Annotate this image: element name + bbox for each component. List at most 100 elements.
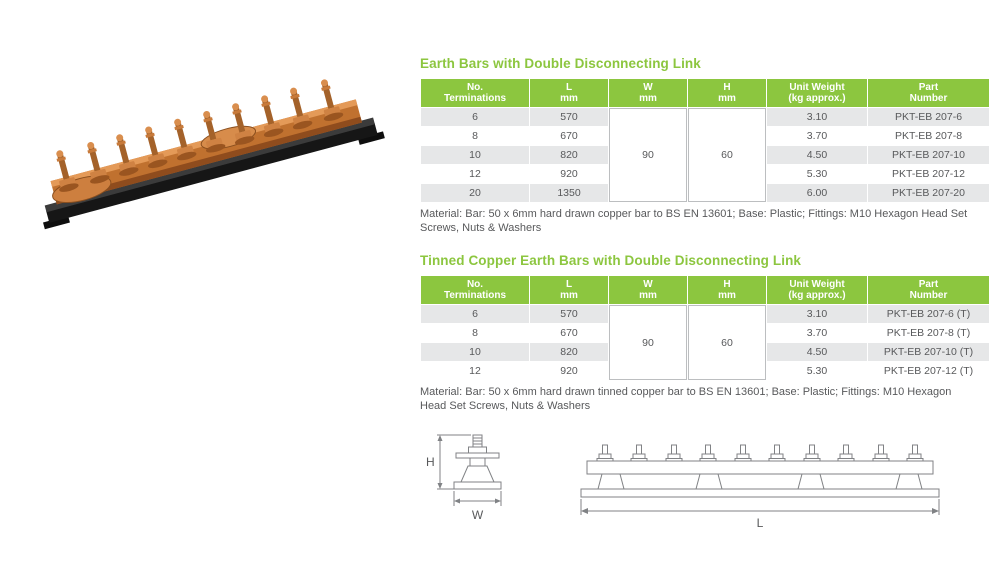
cell-unit-weight: 5.30 [767, 165, 867, 183]
cell-length-mm: 920 [530, 362, 608, 380]
cell-length-mm: 1350 [530, 184, 608, 202]
col-header-h: H mm [688, 276, 766, 304]
cell-width-mm-merged: 90 [609, 305, 687, 380]
table-row: 10 820 4.50 PKT-EB 207-10 [421, 146, 989, 164]
dimension-drawing-cross-section: H W [426, 434, 502, 522]
header-line-1: Unit Weight [789, 279, 845, 290]
header-line-2: mm [639, 290, 657, 301]
cell-no-terminations: 10 [421, 343, 529, 361]
section-earth-bars: Earth Bars with Double Disconnecting Lin… [420, 56, 989, 235]
cell-unit-weight: 3.10 [767, 305, 867, 323]
cell-length-mm: 670 [530, 324, 608, 342]
table-row: 20 1350 6.00 PKT-EB 207-20 [421, 184, 989, 202]
cell-part-number: PKT-EB 207-6 [868, 108, 989, 126]
cell-no-terminations: 6 [421, 305, 529, 323]
header-line-2: mm [560, 93, 578, 104]
header-line-2: Terminations [443, 93, 507, 104]
cell-no-terminations: 10 [421, 146, 529, 164]
header-line-2: Terminations [443, 290, 507, 301]
spec-table-tinned-earth-bars: No. Terminations L mm W mm H [420, 275, 990, 381]
header-line-1: Part [918, 82, 939, 93]
section-title: Tinned Copper Earth Bars with Double Dis… [420, 253, 802, 268]
header-line-1: H [723, 82, 731, 93]
header-line-2: mm [718, 93, 736, 104]
material-note: Material: Bar: 50 x 6mm hard drawn coppe… [420, 208, 968, 234]
cell-no-terminations: 12 [421, 362, 529, 380]
col-header-no-terminations: No. Terminations [421, 79, 529, 107]
cell-length-mm: 820 [530, 146, 608, 164]
cell-part-number: PKT-EB 207-10 (T) [868, 343, 989, 361]
cell-no-terminations: 6 [421, 108, 529, 126]
cell-length-mm: 920 [530, 165, 608, 183]
h-dimension-label: H [426, 455, 435, 469]
cell-unit-weight: 6.00 [767, 184, 867, 202]
cell-width-mm-merged: 90 [609, 108, 687, 202]
cell-part-number: PKT-EB 207-10 [868, 146, 989, 164]
header-line-2: mm [639, 93, 657, 104]
header-line-1: H [723, 279, 731, 290]
header-line-1: Unit Weight [789, 82, 845, 93]
cell-unit-weight: 3.70 [767, 324, 867, 342]
cell-no-terminations: 8 [421, 324, 529, 342]
spec-content-column: Earth Bars with Double Disconnecting Lin… [420, 56, 989, 536]
cell-no-terminations: 8 [421, 127, 529, 145]
product-photo [25, 52, 385, 237]
header-line-1: No. [466, 82, 484, 93]
dimension-drawings: H W [420, 431, 983, 536]
table-row: 12 920 5.30 PKT-EB 207-12 [421, 165, 989, 183]
header-line-1: W [643, 82, 653, 93]
col-header-h: H mm [688, 79, 766, 107]
table-row: 6 570 90 60 3.10 PKT-EB 207-6 (T) [421, 305, 989, 380]
col-header-l: L mm [530, 276, 608, 304]
header-line-1: Part [918, 279, 939, 290]
col-header-w: W mm [609, 79, 687, 107]
cell-unit-weight: 3.10 [767, 108, 867, 126]
header-line-2: (kg approx.) [788, 93, 846, 104]
cell-part-number: PKT-EB 207-6 (T) [868, 305, 989, 323]
col-header-w: W mm [609, 276, 687, 304]
header-line-2: mm [718, 290, 736, 301]
earth-bar-photo-illustration [43, 76, 385, 230]
cell-part-number: PKT-EB 207-12 (T) [868, 362, 989, 380]
section-title: Earth Bars with Double Disconnecting Lin… [420, 56, 701, 71]
header-line-2: Number [909, 290, 948, 301]
col-header-unit-weight: Unit Weight (kg approx.) [767, 79, 867, 107]
spec-table-earth-bars: No. Terminations L mm W mm H [420, 78, 990, 203]
cell-part-number: PKT-EB 207-8 (T) [868, 324, 989, 342]
header-line-1: L [565, 82, 573, 93]
col-header-l: L mm [530, 79, 608, 107]
header-line-2: mm [560, 290, 578, 301]
cell-length-mm: 570 [530, 108, 608, 126]
cell-length-mm: 570 [530, 305, 608, 323]
col-header-unit-weight: Unit Weight (kg approx.) [767, 276, 867, 304]
col-header-part-number: Part Number [868, 79, 989, 107]
cell-height-mm-merged: 60 [688, 305, 766, 380]
header-line-1: W [643, 279, 653, 290]
cell-length-mm: 820 [530, 343, 608, 361]
header-line-1: L [565, 279, 573, 290]
table-header-row: No. Terminations L mm W mm H [421, 79, 989, 107]
cell-unit-weight: 4.50 [767, 343, 867, 361]
table-row: 8 670 3.70 PKT-EB 207-8 [421, 127, 989, 145]
table-row: 6 570 90 60 3.10 PKT-EB 207-6 [421, 108, 989, 202]
table-row: 10 820 4.50 PKT-EB 207-10 (T) [421, 343, 989, 361]
table-row: 12 920 5.30 PKT-EB 207-12 (T) [421, 362, 989, 380]
table-row: 8 670 3.70 PKT-EB 207-8 (T) [421, 324, 989, 342]
l-dimension-label: L [757, 516, 764, 530]
section-tinned-earth-bars: Tinned Copper Earth Bars with Double Dis… [420, 253, 989, 413]
cell-no-terminations: 20 [421, 184, 529, 202]
header-line-2: Number [909, 93, 948, 104]
cell-part-number: PKT-EB 207-20 [868, 184, 989, 202]
w-dimension-label: W [472, 508, 484, 522]
cell-part-number: PKT-EB 207-12 [868, 165, 989, 183]
cell-part-number: PKT-EB 207-8 [868, 127, 989, 145]
dimension-drawing-side-view: L [580, 444, 940, 530]
cell-length-mm: 670 [530, 127, 608, 145]
cell-height-mm-merged: 60 [688, 108, 766, 202]
col-header-part-number: Part Number [868, 276, 989, 304]
cell-no-terminations: 12 [421, 165, 529, 183]
col-header-no-terminations: No. Terminations [421, 276, 529, 304]
header-line-2: (kg approx.) [788, 290, 846, 301]
header-line-1: No. [466, 279, 484, 290]
